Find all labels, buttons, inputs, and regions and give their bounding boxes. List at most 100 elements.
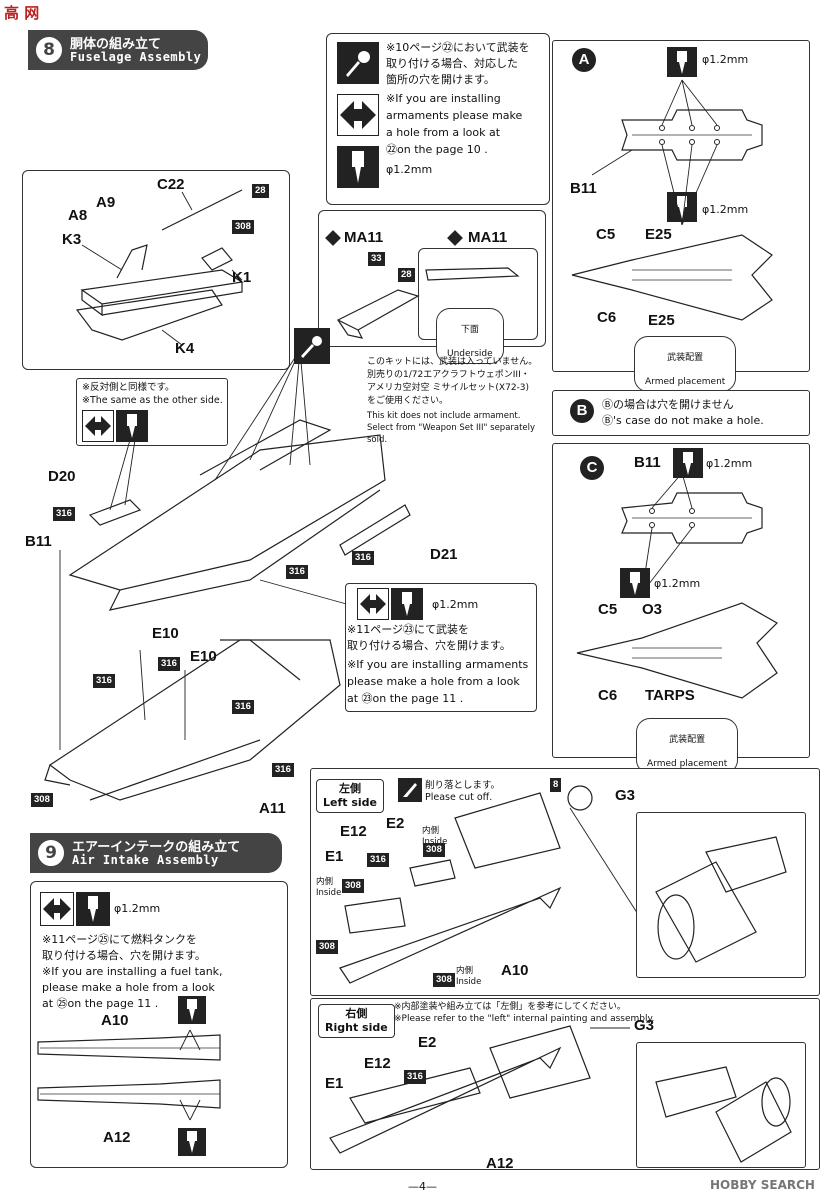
right-part-e12: E12 [364,1055,391,1072]
placement-c-jp: 武装配置 [669,735,706,745]
panel-c-part-o3: O3 [642,601,663,618]
ma11-underside-label: 下面 Underside [436,308,504,364]
right-part-g3: G3 [634,1017,655,1034]
left-duct-drawing [655,836,787,963]
panel-a-letter: A [572,48,596,72]
panel-a-placement: 武装配置 Armed placement [634,336,737,392]
panel-c-part-c6: C6 [598,687,618,704]
left-side-jp: 左側 [339,782,361,795]
right-part-e1: E1 [325,1075,344,1092]
drill-icon-2 [116,410,148,442]
left-number-308-d: 308 [433,973,455,987]
part-number-308: 308 [232,220,254,234]
step8-title-jp: 胴体の組み立て [70,37,162,52]
note-top-drill: φ1.2mm [386,163,433,176]
left-number-308-a: 308 [423,843,445,857]
part-number-316-a: 316 [53,507,75,521]
cut-off-jp: 削り落とします。 [425,780,501,791]
note-no-armament-en: This kit does not include armament. Sele… [367,411,536,445]
panel-a-part-c6: C6 [597,309,617,326]
drill-icon-c1 [673,448,703,478]
step9-part-a10: A10 [101,1012,129,1029]
part-number-316-d: 316 [158,657,180,671]
cut-off-en: Please cut off. [425,792,493,803]
underside-jp: 下面 [460,325,479,335]
part-number-316-c: 316 [286,565,308,579]
inside-1-en: Inside [316,888,342,898]
step9-note-jp: ※11ページ㉕にて燃料タンクを 取り付ける場合、穴を開けます。 [42,933,206,962]
note-top-en: ※If you are installing armaments please … [386,92,523,156]
note-mid-drill: φ1.2mm [432,598,479,611]
placement-a-en: Armed placement [645,377,726,387]
part-a8: A8 [68,207,88,224]
part-number-316-f: 316 [232,700,254,714]
part-e10-b: E10 [190,648,217,665]
note-same-side-en: ※The same as the other side. [82,395,223,406]
step9-part-a12: A12 [103,1129,131,1146]
drill-icon-3 [391,588,423,620]
both-sides-arrow-icon-2 [82,410,114,442]
paint-brush-icon-2 [294,328,330,364]
right-part-e2: E2 [418,1034,437,1051]
panel-a-drill-1: φ1.2mm [702,53,749,66]
note-mid-jp: ※11ページ㉓にて武装を 取り付ける場合、穴を開けます。 [347,623,511,652]
inside-1-jp: 内側 [316,877,334,887]
drill-icon-a2 [667,192,697,222]
part-d20: D20 [48,468,76,485]
ma11-label-2: MA11 [468,229,508,246]
panel-c-part-c5: C5 [598,601,618,618]
right-number-316-a: 316 [404,1070,426,1084]
part-k1: K1 [232,269,252,286]
part-a9: A9 [96,194,116,211]
panel-c-part-b11: B11 [634,454,661,471]
inside-2-en: Inside [422,837,448,847]
step9-number: 9 [36,838,66,868]
part-number-33: 33 [368,252,385,266]
step9-note-en: ※If you are installing a fuel tank, plea… [42,965,223,1010]
part-b11: B11 [25,533,52,550]
panel-a-part-c5: C5 [596,226,616,243]
panel-c-drawing [576,472,778,699]
right-side-jp: 右側 [345,1007,368,1020]
part-number-28: 28 [252,184,269,198]
left-number-316: 316 [367,853,389,867]
part-number-316-g: 316 [272,763,294,777]
panel-a-part-e25-a: E25 [645,226,672,243]
subassembly-box [22,170,290,370]
part-a11: A11 [259,800,286,817]
part-number-28b: 28 [398,268,415,282]
drill-icon-6 [178,1128,206,1156]
placement-a-jp: 武装配置 [667,353,704,363]
right-side-label: 右側 Right side [318,1004,395,1038]
panel-b-letter: B [570,399,594,423]
left-part-g3: G3 [615,787,636,804]
panel-a-part-b11: B11 [570,180,597,197]
step9-header: 9 エアーインテークの組み立て Air Intake Assembly [30,833,282,873]
drill-icon-5 [178,996,206,1024]
placement-c-en: Armed placement [647,759,728,769]
part-number-316-b: 316 [352,551,374,565]
left-part-e2: E2 [386,815,405,832]
left-part-e12: E12 [340,823,367,840]
part-number-316-e: 316 [93,674,115,688]
right-duct-drawing [655,1066,792,1163]
left-number-308-c: 308 [316,940,338,954]
left-side-label: 左側 Left side [316,779,384,813]
note-no-armament-jp: このキットには、武装は入っていません。 別売りの1/72エアクラフトウェポンII… [367,357,538,406]
right-side-drawing [329,1025,630,1154]
note-same-side-jp: ※反対側と同様です。 [82,382,175,393]
both-sides-arrow-icon-4 [40,892,74,926]
panel-a-part-e25-b: E25 [648,312,675,329]
part-e10-a: E10 [152,625,179,642]
drill-icon [337,146,379,188]
left-part-a10: A10 [501,962,529,979]
inside-2-jp: 内側 [422,826,440,836]
part-k3: K3 [62,231,82,248]
knife-icon [398,778,422,802]
step8-title-en: Fuselage Assembly [70,50,202,64]
panel-b-jp: Ⓑの場合は穴を開けません [602,398,734,411]
step9-note-drill: φ1.2mm [114,902,161,915]
